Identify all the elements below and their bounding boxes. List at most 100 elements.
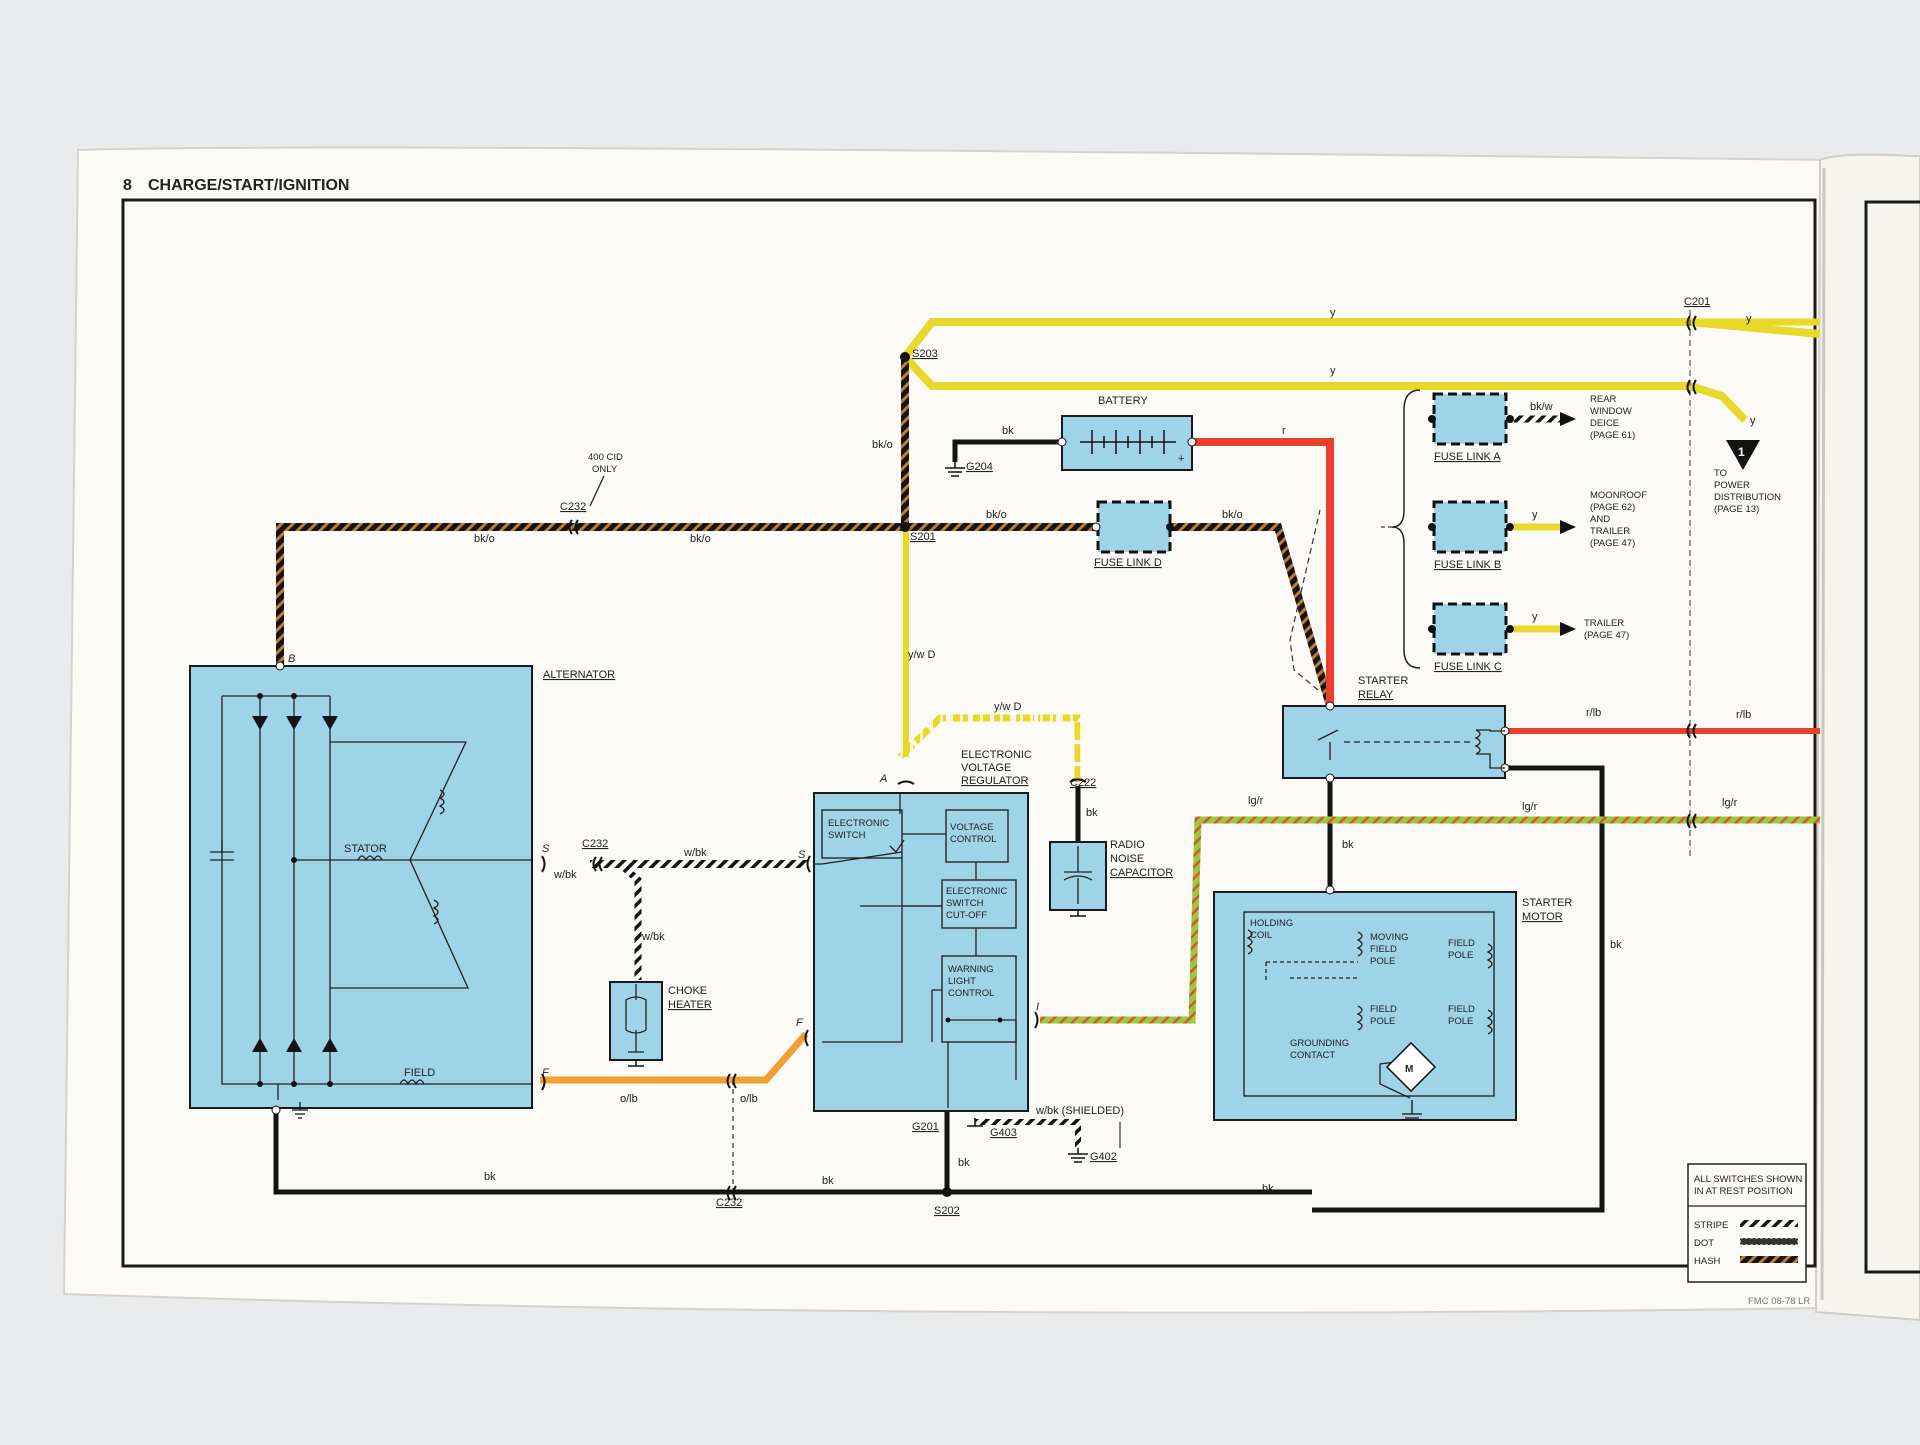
svg-text:(PAGE 13): (PAGE 13): [1714, 504, 1759, 515]
svg-text:FUSE LINK A: FUSE LINK A: [1434, 451, 1501, 463]
wire-bk-o-relay: [1170, 523, 1334, 708]
radio-capacitor: RADIO NOISE CAPACITOR: [1049, 839, 1173, 911]
svg-text:DISTRIBUTION: DISTRIBUTION: [1714, 492, 1781, 503]
svg-text:y: y: [1532, 509, 1538, 521]
svg-text:G204: G204: [966, 461, 993, 473]
svg-text:400 CID: 400 CID: [588, 452, 623, 463]
svg-text:ELECTRONIC: ELECTRONIC: [828, 818, 889, 829]
svg-text:bk/o: bk/o: [474, 533, 495, 545]
svg-text:IN AT REST POSITION: IN AT REST POSITION: [1694, 1186, 1793, 1197]
svg-text:POLE: POLE: [1370, 1016, 1395, 1027]
svg-text:WINDOW: WINDOW: [1590, 406, 1632, 417]
svg-text:CONTROL: CONTROL: [950, 834, 996, 845]
svg-text:bk: bk: [1262, 1183, 1274, 1195]
section-title: CHARGE/START/IGNITION: [148, 177, 349, 194]
wire-w-bk-choke: [617, 861, 642, 980]
svg-text:HEATER: HEATER: [668, 999, 712, 1011]
svg-text:DEICE: DEICE: [1590, 418, 1619, 429]
svg-text:r/lb: r/lb: [1586, 707, 1601, 719]
svg-text:lg/r: lg/r: [1722, 797, 1738, 809]
svg-text:LIGHT: LIGHT: [948, 976, 976, 987]
svg-text:FUSE LINK D: FUSE LINK D: [1094, 557, 1162, 569]
wire-labels: y y y y y y r bk/w bk/o bk/o bk/o bk/o b…: [474, 307, 1756, 1195]
svg-text:CAPACITOR: CAPACITOR: [1110, 867, 1173, 879]
wire-w-bk-shielded: [975, 1119, 1081, 1148]
svg-text:REGULATOR: REGULATOR: [961, 775, 1028, 787]
terminal-a: A: [879, 773, 887, 785]
svg-text:M: M: [1405, 1064, 1413, 1075]
terminal-f-alt: F: [542, 1067, 550, 1079]
svg-text:AND: AND: [1590, 514, 1610, 525]
svg-text:SWITCH: SWITCH: [946, 898, 984, 909]
svg-text:lg/r: lg/r: [1522, 801, 1538, 813]
svg-text:POLE: POLE: [1448, 1016, 1473, 1027]
svg-text:WARNING: WARNING: [948, 964, 994, 975]
svg-text:ELECTRONIC: ELECTRONIC: [946, 886, 1007, 897]
g403: G403: [990, 1127, 1017, 1139]
alternator: STATOR FIELD ALTERNATOR B S F: [189, 653, 615, 1119]
s201: S201: [910, 531, 936, 543]
svg-text:FIELD: FIELD: [1370, 1004, 1397, 1015]
c232-mid: C232: [582, 838, 608, 850]
terminal-s-alt: S: [542, 843, 550, 855]
svg-text:bk/w: bk/w: [1530, 401, 1553, 413]
g201: G201: [912, 1121, 939, 1133]
battery-label: BATTERY: [1098, 395, 1148, 407]
svg-text:y/w D: y/w D: [908, 649, 936, 661]
wire-bk-relay-ground: [1312, 765, 1605, 1213]
svg-text:RADIO: RADIO: [1110, 839, 1145, 851]
svg-text:MOONROOF: MOONROOF: [1590, 490, 1647, 501]
svg-text:CONTACT: CONTACT: [1290, 1050, 1335, 1061]
svg-text:ALL SWITCHES SHOWN: ALL SWITCHES SHOWN: [1694, 1174, 1803, 1185]
svg-text:ELECTRONIC: ELECTRONIC: [961, 749, 1032, 761]
c201: C201: [1684, 296, 1710, 308]
starter-relay: STARTER RELAY: [1282, 675, 1510, 783]
svg-text:bk: bk: [1610, 939, 1622, 951]
svg-text:STRIPE: STRIPE: [1694, 1220, 1728, 1231]
svg-text:REAR: REAR: [1590, 394, 1617, 405]
svg-text:FUSE LINK C: FUSE LINK C: [1434, 661, 1502, 673]
svg-text:bk: bk: [822, 1175, 834, 1187]
s202: S202: [934, 1205, 960, 1217]
page-number: 8: [123, 177, 132, 194]
wire-o-lb: [540, 1031, 809, 1084]
terminal-s-evr: S: [798, 849, 806, 861]
svg-text:SWITCH: SWITCH: [828, 830, 866, 841]
svg-text:bk/o: bk/o: [986, 509, 1007, 521]
svg-text:y: y: [1746, 313, 1752, 325]
svg-text:r/lb: r/lb: [1736, 709, 1751, 721]
field-label: FIELD: [404, 1067, 435, 1079]
svg-text:bk/o: bk/o: [1222, 509, 1243, 521]
wire-lg-r: [1040, 816, 1820, 1024]
svg-text:TRAILER: TRAILER: [1590, 526, 1630, 537]
svg-text:FIELD: FIELD: [1370, 944, 1397, 955]
svg-text:GROUNDING: GROUNDING: [1290, 1038, 1349, 1049]
splices: [900, 352, 952, 1197]
svg-text:y: y: [1330, 307, 1336, 319]
svg-text:HASH: HASH: [1694, 1256, 1721, 1267]
svg-text:r: r: [1282, 425, 1286, 437]
grounds: [628, 910, 1088, 1163]
svg-text:CHOKE: CHOKE: [668, 985, 707, 997]
svg-text:ONLY: ONLY: [592, 464, 618, 475]
wire-r-battery: [1192, 438, 1334, 706]
c232-top: C232: [560, 501, 586, 513]
svg-text:y/w D: y/w D: [994, 701, 1022, 713]
svg-text:MOTOR: MOTOR: [1522, 911, 1563, 923]
starter-motor: M HOLDING COIL MOVING FIELD POLE FIELD P…: [1213, 885, 1572, 1121]
svg-text:1: 1: [1738, 445, 1745, 459]
wire-bk-o-main: [276, 523, 1096, 666]
svg-text:lg/r: lg/r: [1248, 795, 1264, 807]
fuse-link-c: FUSE LINK C: [1428, 602, 1576, 673]
footer-code: FMC 08-78 LR: [1748, 1296, 1810, 1307]
svg-text:HOLDING: HOLDING: [1250, 918, 1293, 929]
svg-text:CONTROL: CONTROL: [948, 988, 994, 999]
fuse-link-b: FUSE LINK B: [1428, 500, 1576, 571]
svg-text:w/bk: w/bk: [553, 869, 577, 881]
svg-text:POWER: POWER: [1714, 480, 1750, 491]
wire-label-bk-g204: bk: [1002, 425, 1014, 437]
svg-text:POLE: POLE: [1448, 950, 1473, 961]
svg-text:FIELD: FIELD: [1448, 938, 1475, 949]
